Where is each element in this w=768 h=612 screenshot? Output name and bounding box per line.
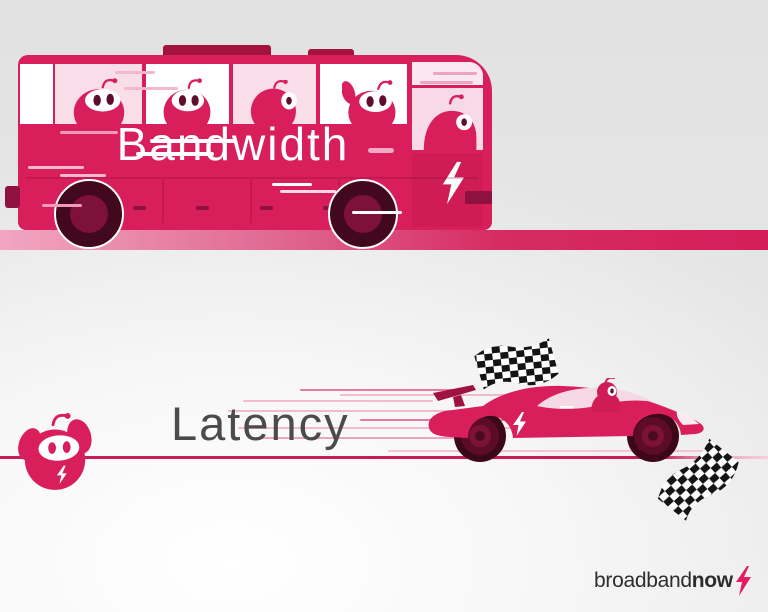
bus-wheel bbox=[54, 179, 124, 249]
speed-line bbox=[243, 400, 433, 402]
speed-line bbox=[115, 71, 155, 74]
car-driver-robot-icon bbox=[591, 378, 620, 412]
bus-window bbox=[320, 64, 407, 124]
robot-mascot-icon bbox=[18, 413, 92, 490]
car-wheel bbox=[627, 410, 679, 462]
bus-roof-hatch bbox=[308, 49, 354, 58]
logo-lightning-bolt-icon bbox=[735, 566, 751, 596]
speed-line bbox=[300, 389, 470, 391]
car-windshield bbox=[537, 387, 653, 409]
bus-window bbox=[233, 64, 316, 124]
speed-line bbox=[124, 87, 178, 90]
latency-label: Latency bbox=[171, 397, 350, 450]
bus-window bbox=[55, 64, 142, 124]
race-car-illustration bbox=[428, 378, 704, 462]
bus-front-door bbox=[412, 153, 483, 227]
speed-line bbox=[272, 183, 312, 186]
robot-passenger-icon bbox=[73, 77, 125, 124]
speed-line bbox=[352, 211, 402, 214]
track-line bbox=[0, 456, 768, 459]
bus-rear-bumper bbox=[5, 186, 20, 208]
bus-window bbox=[146, 64, 229, 124]
bus-panel-seam bbox=[250, 179, 252, 223]
car-door-handle bbox=[560, 406, 574, 409]
bus-windshield-strip bbox=[412, 62, 483, 88]
logo-text-broadband: broadband bbox=[594, 569, 692, 592]
bus-wheel bbox=[328, 179, 398, 249]
robot-passenger-icon bbox=[163, 78, 211, 124]
car-spoiler bbox=[433, 385, 476, 401]
bus-roof-hatch bbox=[163, 45, 271, 58]
bus-panel-handle bbox=[133, 206, 146, 210]
speed-line bbox=[368, 148, 394, 153]
robot-passenger-icon bbox=[250, 80, 297, 124]
car-nose-highlight bbox=[676, 411, 699, 425]
speed-line bbox=[252, 437, 467, 439]
bus-panel-handle bbox=[196, 206, 209, 210]
speed-line bbox=[60, 131, 118, 134]
logo-text-now: now bbox=[691, 569, 733, 592]
speed-line bbox=[228, 410, 508, 412]
bus-front-bumper bbox=[465, 191, 492, 204]
speed-line bbox=[433, 72, 477, 75]
bandwidth-label: Bandwidth bbox=[116, 118, 350, 170]
bus-panel-seam bbox=[26, 177, 478, 179]
checkered-flag-icon bbox=[657, 438, 739, 521]
bus-panel-seam bbox=[162, 179, 164, 223]
speed-line bbox=[150, 139, 236, 143]
lightning-bolt-icon bbox=[513, 412, 526, 436]
checkered-flag-icon bbox=[474, 338, 559, 390]
robot-passenger-icon bbox=[342, 80, 396, 124]
speed-line bbox=[42, 204, 82, 207]
bus-windshield bbox=[412, 62, 483, 150]
lightning-bolt-icon bbox=[442, 161, 464, 205]
speed-line bbox=[238, 427, 548, 429]
bus-window bbox=[20, 64, 53, 124]
speed-line bbox=[136, 152, 214, 156]
speed-line bbox=[60, 174, 106, 177]
speed-line bbox=[388, 450, 718, 452]
bus-panel-handle bbox=[260, 206, 273, 210]
bus-illustration: Bandwidth bbox=[5, 45, 492, 230]
speed-line bbox=[420, 81, 473, 84]
speed-line bbox=[280, 190, 336, 193]
bus-driver-robot-icon bbox=[423, 94, 477, 150]
speed-line bbox=[28, 166, 84, 169]
